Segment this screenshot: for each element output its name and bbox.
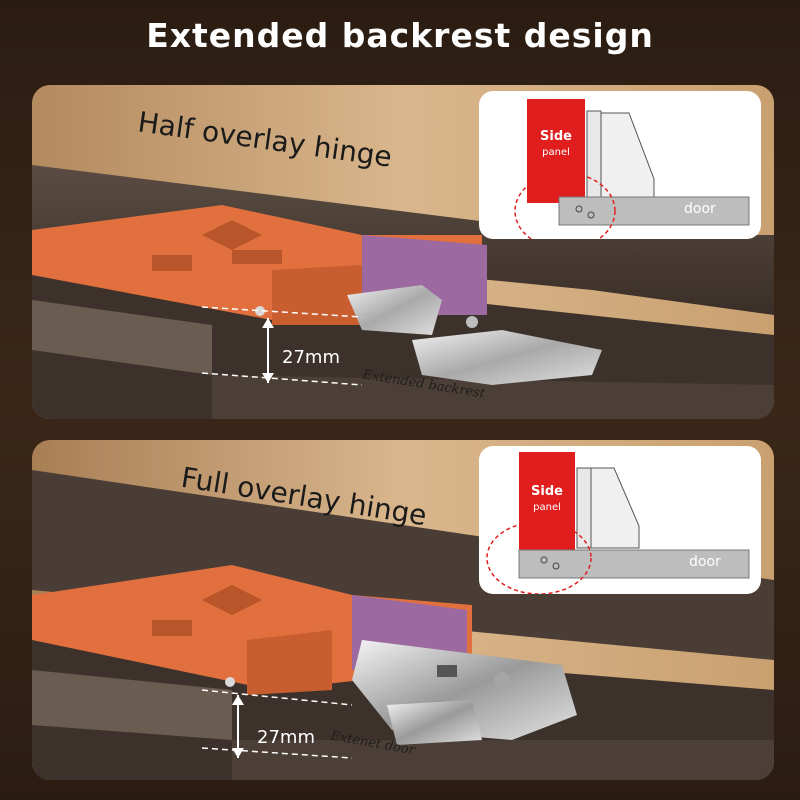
hinge-screw (494, 672, 510, 688)
main-title: Extended backrest design (146, 16, 654, 55)
hinge-screw (466, 316, 478, 328)
side-panel (519, 452, 575, 550)
full-overlay-measurement: 27mm (257, 727, 315, 748)
jig-slot-2 (232, 250, 282, 264)
jig-screw (255, 306, 265, 316)
side-panel (527, 99, 585, 203)
jig-block (272, 265, 362, 325)
door-block (518, 549, 750, 579)
half-overlay-diagram (514, 99, 750, 239)
jig-screw (225, 677, 235, 687)
half-overlay-panel: Half overlay hinge 27mm Extended backres… (32, 85, 774, 419)
board-edge-left (32, 300, 212, 375)
jig-notch (202, 585, 262, 615)
half-overlay-measurement: 27mm (282, 347, 340, 368)
full-overlay-door-label: door (689, 554, 721, 570)
board-front (212, 375, 774, 419)
half-overlay-inset: Side panel door (479, 91, 761, 239)
hinge-plate (412, 330, 602, 385)
hinge-arm (347, 285, 442, 335)
board-edge-left (32, 670, 232, 740)
side-sub-label: panel (533, 502, 561, 513)
half-overlay-side-panel-label: Side panel (527, 129, 585, 161)
board-front (232, 740, 774, 780)
jig-notch (202, 220, 262, 250)
hinge-slot (437, 665, 457, 677)
side-label: Side (531, 484, 563, 499)
full-overlay-side-panel-label: Side panel (519, 484, 575, 516)
full-overlay-inset: Side panel door (479, 446, 761, 594)
side-sub-label: panel (542, 147, 570, 158)
side-label: Side (540, 129, 572, 144)
full-overlay-panel: Full overlay hinge 27mm Extenet door Sid… (32, 440, 774, 780)
hinge-plate (387, 700, 482, 745)
top-board (32, 470, 774, 660)
door-block (558, 196, 750, 226)
half-overlay-door-label: door (684, 201, 716, 217)
full-overlay-diagram (486, 452, 750, 594)
jig-block (247, 630, 332, 695)
jig-slot (152, 255, 192, 271)
